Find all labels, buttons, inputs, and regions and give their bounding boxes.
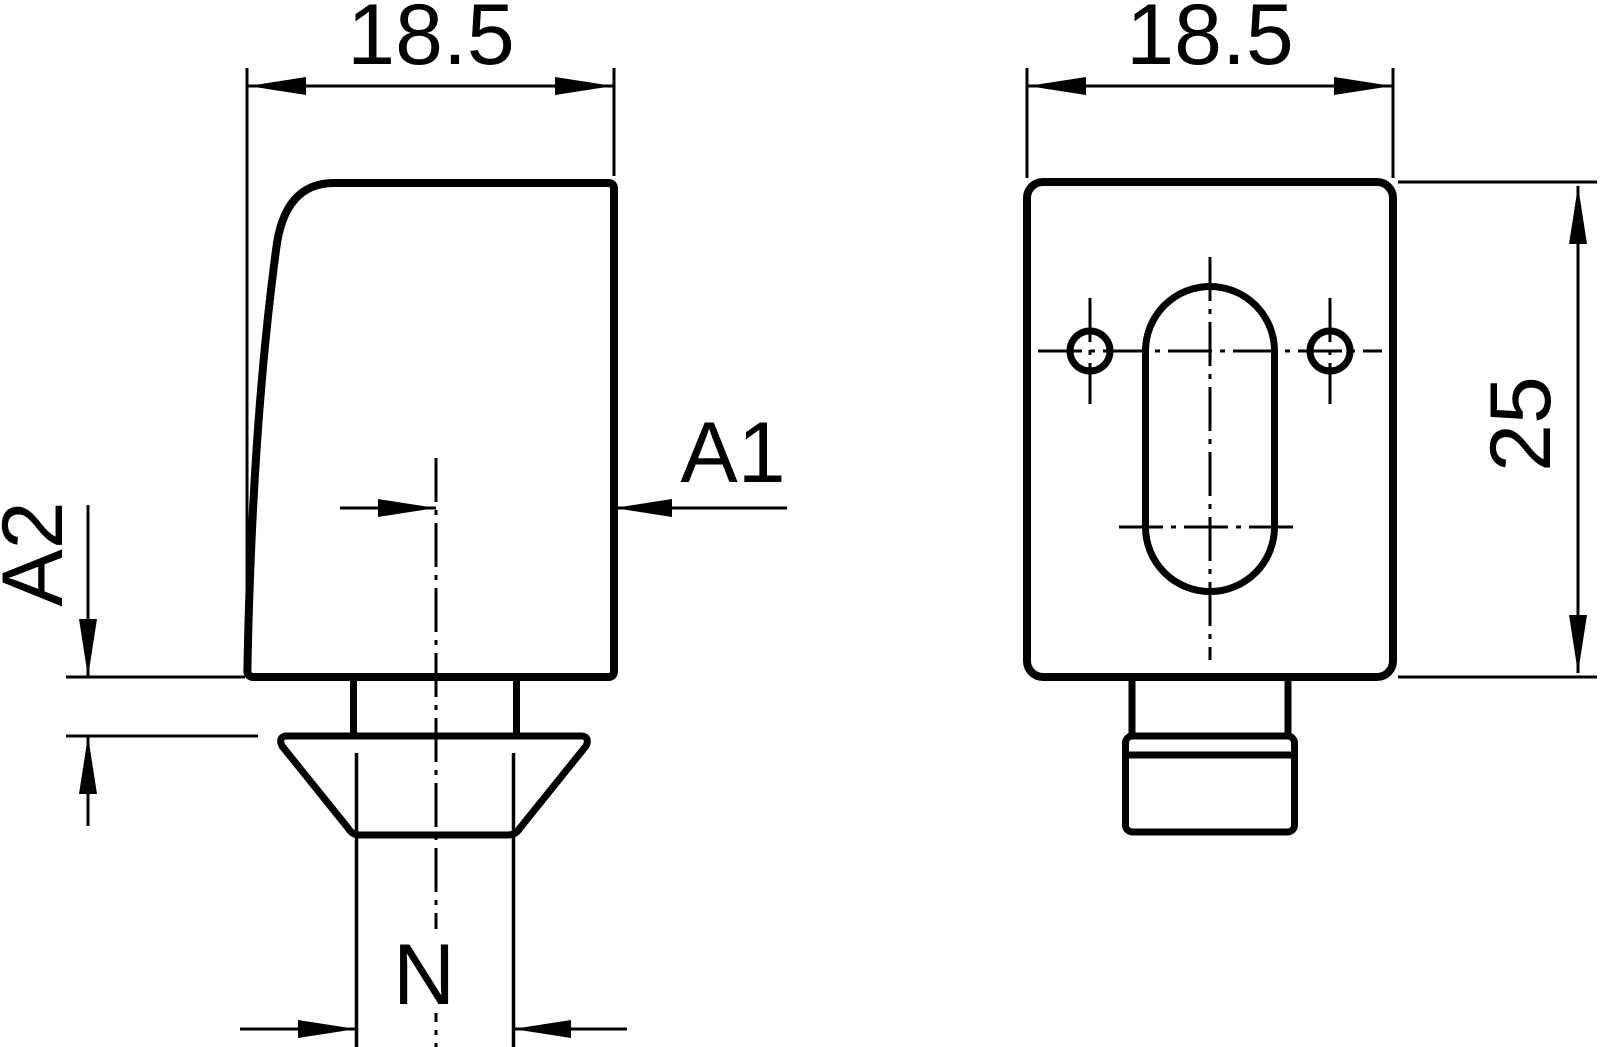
a2-arrow-upper [79,619,97,677]
a2-arrow-lower [79,736,97,794]
thread-arrow-right [513,1020,571,1038]
front-height-label: 25 [1473,376,1569,472]
dimension-front-height: 25 [1398,180,1597,679]
front-height-arrow-top [1569,186,1587,244]
thread-arrow-left [298,1020,356,1038]
side-view: 18.5 A1 A2 [0,0,787,1047]
a1-arrow-left [378,499,436,517]
thread-label-halo [383,929,465,1013]
front-height-arrow-bottom [1569,615,1587,673]
side-width-arrow-right [555,77,613,95]
a1-label: A1 [680,405,785,501]
side-head-outline [277,732,591,839]
dimension-front-width: 18.5 [1025,0,1395,178]
side-body-outline [243,179,618,681]
side-width-arrow-left [248,77,306,95]
thread-label: N [393,927,455,1023]
front-stud-outline [1122,732,1298,836]
dimension-a2: A2 [0,501,258,826]
a2-label: A2 [0,501,81,606]
front-width-arrow-left [1028,77,1086,95]
dimension-a1: A1 [340,405,787,517]
front-width-arrow-right [1334,77,1392,95]
a1-arrow-right [614,499,672,517]
side-width-label: 18.5 [347,0,514,83]
front-width-label: 18.5 [1126,0,1293,83]
front-view: 18.5 25 [1023,0,1597,836]
dimension-thread: N [240,927,627,1038]
dimension-side-width: 18.5 [245,0,616,677]
